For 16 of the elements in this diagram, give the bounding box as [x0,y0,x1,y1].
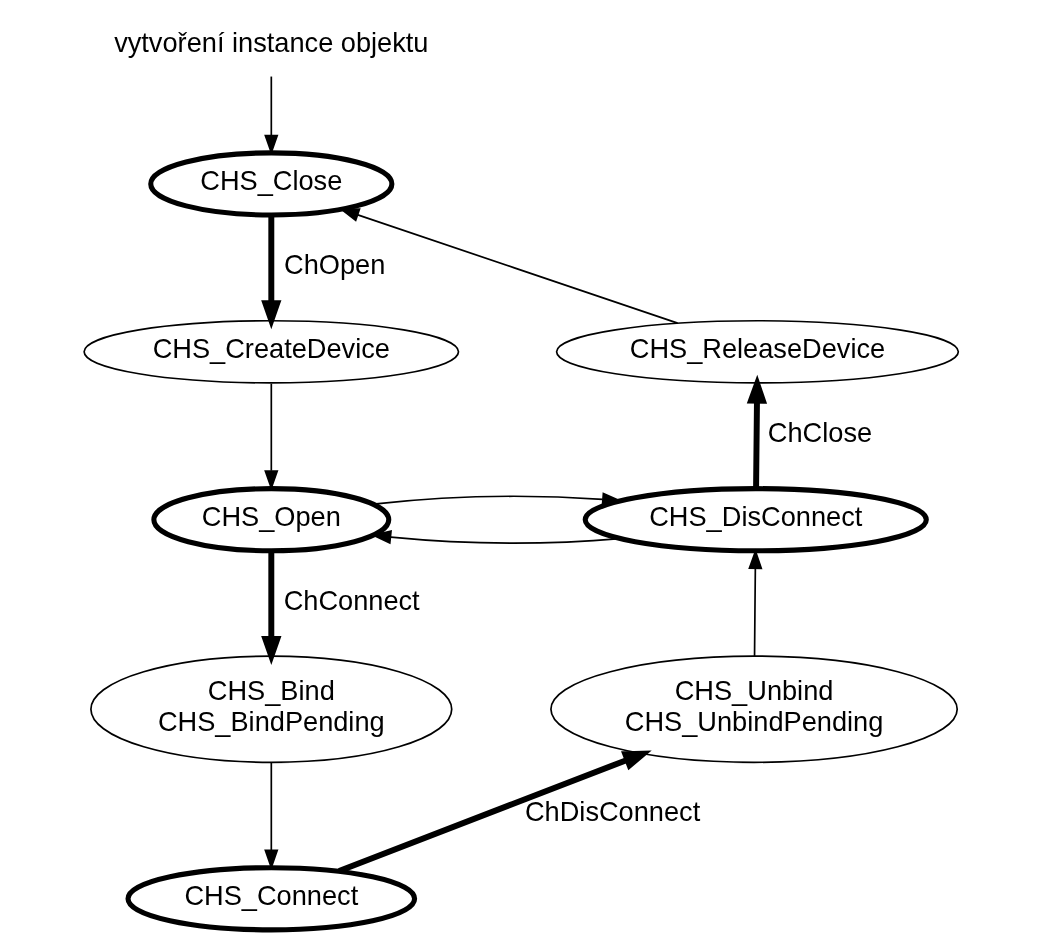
node-ellipse: CHS_DisConnect [582,486,929,554]
node-text: vytvoření instance objektu [113,27,428,59]
node-ellipse: CHS_Connect [125,865,417,933]
arrow [260,215,281,330]
edge-label: ChConnect [283,585,420,617]
edge-label: ChClose [767,417,872,449]
node-ellipse: CHS_Bind CHS_BindPending [89,655,453,764]
arrow [746,374,767,489]
edge-label: ChDisConnect [524,796,700,828]
node-ellipse: CHS_Close [147,150,394,218]
edge-label: ChOpen [283,249,385,281]
node-ellipse: CHS_Unbind CHS_UnbindPending [549,655,958,764]
node-ellipse: CHS_CreateDevice [82,319,459,384]
arrow [337,750,652,874]
arrow [260,551,281,665]
node-ellipse: CHS_ReleaseDevice [555,319,959,384]
